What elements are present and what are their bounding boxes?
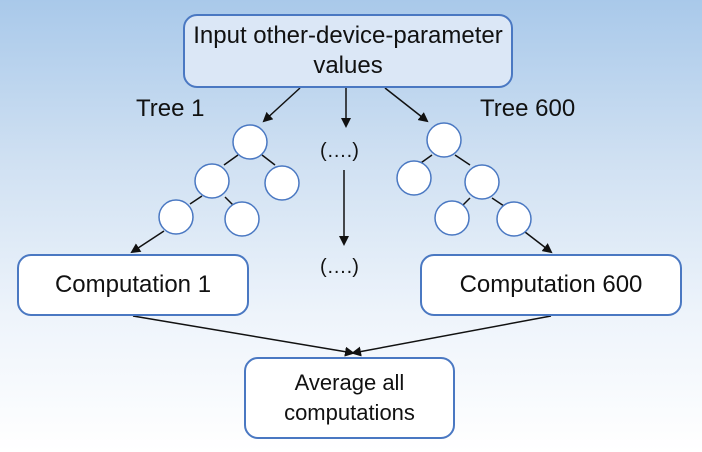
tree1-node [224, 201, 260, 237]
computation-600-text: Computation 600 [459, 271, 643, 298]
input-parameters-box: Input other-device-parameter values [183, 14, 513, 88]
arrow-input-to-tree600 [384, 87, 429, 123]
tree600-node [464, 164, 500, 200]
arrow-tree1-to-computation [130, 230, 165, 254]
tree1-node [158, 199, 194, 235]
arrow-computation1-to-average [132, 315, 355, 357]
tree600-label: Tree 600 [480, 95, 576, 122]
tree600-node [434, 200, 470, 236]
tree600-node [396, 160, 432, 196]
tree1-edge [224, 196, 234, 206]
computation-1-box: Computation 1 [17, 254, 249, 316]
arrow-computation600-to-average [351, 315, 552, 357]
tree1-edge [189, 195, 203, 205]
tree600-node [426, 122, 462, 158]
arrow-tree600-to-computation [524, 231, 553, 254]
arrow-input-to-tree1 [262, 87, 301, 123]
tree1-edge [261, 154, 276, 166]
computation-600-box: Computation 600 [420, 254, 682, 316]
ellipsis-bottom: (….) [320, 256, 359, 278]
tree1-node [232, 124, 268, 160]
tree1-label: Tree 1 [136, 95, 205, 122]
average-box: Average all computations [244, 357, 455, 439]
tree600-node [496, 201, 532, 237]
ellipsis-top: (….) [320, 140, 359, 162]
tree1-node [264, 165, 300, 201]
tree600-edge [491, 197, 505, 207]
input-parameters-text: Input other-device-parameter values [193, 22, 503, 79]
tree600-edge [454, 154, 471, 166]
tree1-node [194, 163, 230, 199]
computation-1-text: Computation 1 [54, 271, 212, 298]
tree1-edge [223, 154, 239, 166]
average-text: Average all computations [284, 370, 415, 425]
